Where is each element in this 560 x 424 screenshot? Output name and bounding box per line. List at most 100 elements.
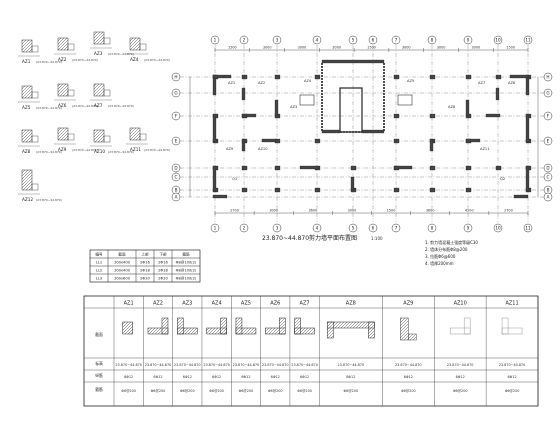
beam-table-value: 2Φ18: [140, 268, 150, 272]
shear-wall: [212, 74, 232, 79]
axis-label: 10: [495, 226, 501, 231]
section-range: (23.870~44.870): [72, 58, 98, 62]
axis-label: 8: [431, 38, 434, 43]
column-rebar: 6Φ12: [404, 375, 413, 379]
section-shape: [57, 127, 69, 141]
column-section: [235, 317, 243, 335]
section-range: (23.870~44.870): [72, 148, 98, 152]
shear-wall: [465, 165, 472, 171]
column-section: [161, 317, 169, 335]
wall-label: AZ11: [480, 147, 490, 151]
column-table-row-title: 截面: [95, 332, 103, 337]
axis-bubble: [239, 223, 249, 233]
dimension-text: 2700: [230, 209, 239, 213]
section-label: AZ6: [58, 103, 67, 108]
section-label: AZ1: [22, 59, 31, 64]
axis-bubble: [368, 35, 378, 45]
shear-wall: [241, 113, 257, 118]
axis-bubble: [348, 35, 358, 45]
shear-wall: [465, 187, 472, 193]
column-stirrup: Φ6@200: [268, 389, 283, 393]
section-range: (23.870~44.870): [36, 60, 62, 64]
section-range: (23.870~44.870): [36, 106, 62, 110]
axis-label: 5: [352, 38, 355, 43]
shear-wall: [429, 74, 436, 80]
section-shape: [129, 127, 141, 141]
beam-table-cell: [171, 273, 201, 283]
axis-label: H: [546, 75, 549, 80]
column-section: [220, 317, 227, 335]
column-section: [400, 317, 409, 341]
beam-table-value: LL1: [96, 260, 102, 264]
axis-label: 7: [395, 226, 398, 231]
axis-label: H: [174, 75, 177, 80]
column-table: 截面标高纵筋箍筋AZ123.870~44.8706Φ12Φ6@200AZ223.…: [83, 295, 539, 407]
axis-label: C: [547, 175, 550, 180]
wall-label: AZ2: [258, 81, 265, 85]
axis-label: 11: [525, 38, 531, 43]
column-section: [177, 317, 184, 335]
beam-table-header: 上部: [141, 251, 149, 256]
axis-label: 1: [214, 38, 217, 43]
axis-bubble: [171, 192, 181, 202]
column-section: [122, 321, 133, 335]
column-elevation: 23.870~44.870: [174, 363, 201, 367]
beam-table-value: Φ8@100(2): [176, 268, 197, 272]
section-range: (23.870~44.870): [72, 104, 98, 108]
section-range: (23.870~44.870): [108, 150, 134, 154]
axis-bubble: [171, 172, 181, 182]
shear-wall: [321, 129, 341, 134]
column-stirrup: Φ6@200: [209, 389, 224, 393]
shear-wall: [212, 194, 228, 199]
shear-wall: [495, 74, 502, 80]
beam-table-value: LL2: [96, 268, 102, 272]
shear-wall: [321, 59, 385, 64]
dimension-text: 1500: [228, 46, 237, 50]
column-section: [279, 317, 286, 335]
beam-table-value: 200x400: [114, 268, 131, 272]
column-table-row-title: 标高: [95, 361, 103, 366]
shear-wall: [241, 187, 248, 193]
column-section: [501, 317, 509, 335]
section-label: AZ3: [94, 51, 103, 56]
axis-bubble: [272, 35, 282, 45]
wall-label: AZ3: [290, 105, 297, 109]
section-label: AZ9: [58, 147, 67, 152]
shear-wall: [212, 165, 217, 192]
column-rebar: 6Φ12: [183, 375, 192, 379]
section-shape: [93, 31, 105, 45]
section-shape: [129, 37, 141, 51]
axis-label: B: [175, 188, 178, 193]
column-elevation: 23.870~44.870: [338, 363, 365, 367]
note-line: 4. 墙厚200mm: [425, 260, 454, 266]
wall-label: Q1: [232, 177, 237, 181]
shear-wall: [509, 74, 529, 79]
section-shape: [57, 37, 69, 51]
shear-wall: [525, 113, 530, 143]
axis-label: 6: [372, 226, 375, 231]
dimension-text: 3000: [269, 209, 278, 213]
axis-label: 5: [352, 226, 355, 231]
column-elevation: 23.870~44.870: [395, 363, 422, 367]
shear-wall: [212, 113, 217, 143]
column-section: [449, 327, 471, 335]
section-shape-flange: [103, 89, 111, 97]
wall-label: AZ9: [226, 147, 234, 151]
column-section: [408, 333, 417, 341]
wall-label: AZ5: [407, 79, 414, 83]
core-inner: [339, 87, 363, 133]
column-section: [463, 317, 471, 335]
shear-wall: [465, 74, 472, 80]
section-shape-flange: [67, 133, 75, 141]
axis-label: 6: [372, 38, 375, 43]
axis-bubble: [523, 35, 533, 45]
section-shape: [21, 39, 33, 53]
section-label: AZ12: [22, 197, 33, 202]
wall-outline: [397, 94, 413, 106]
dimension-text: 4200: [465, 209, 474, 213]
axis-bubble: [239, 35, 249, 45]
note-line: 1. 剪力墙混凝土强度等级C30: [425, 239, 478, 245]
